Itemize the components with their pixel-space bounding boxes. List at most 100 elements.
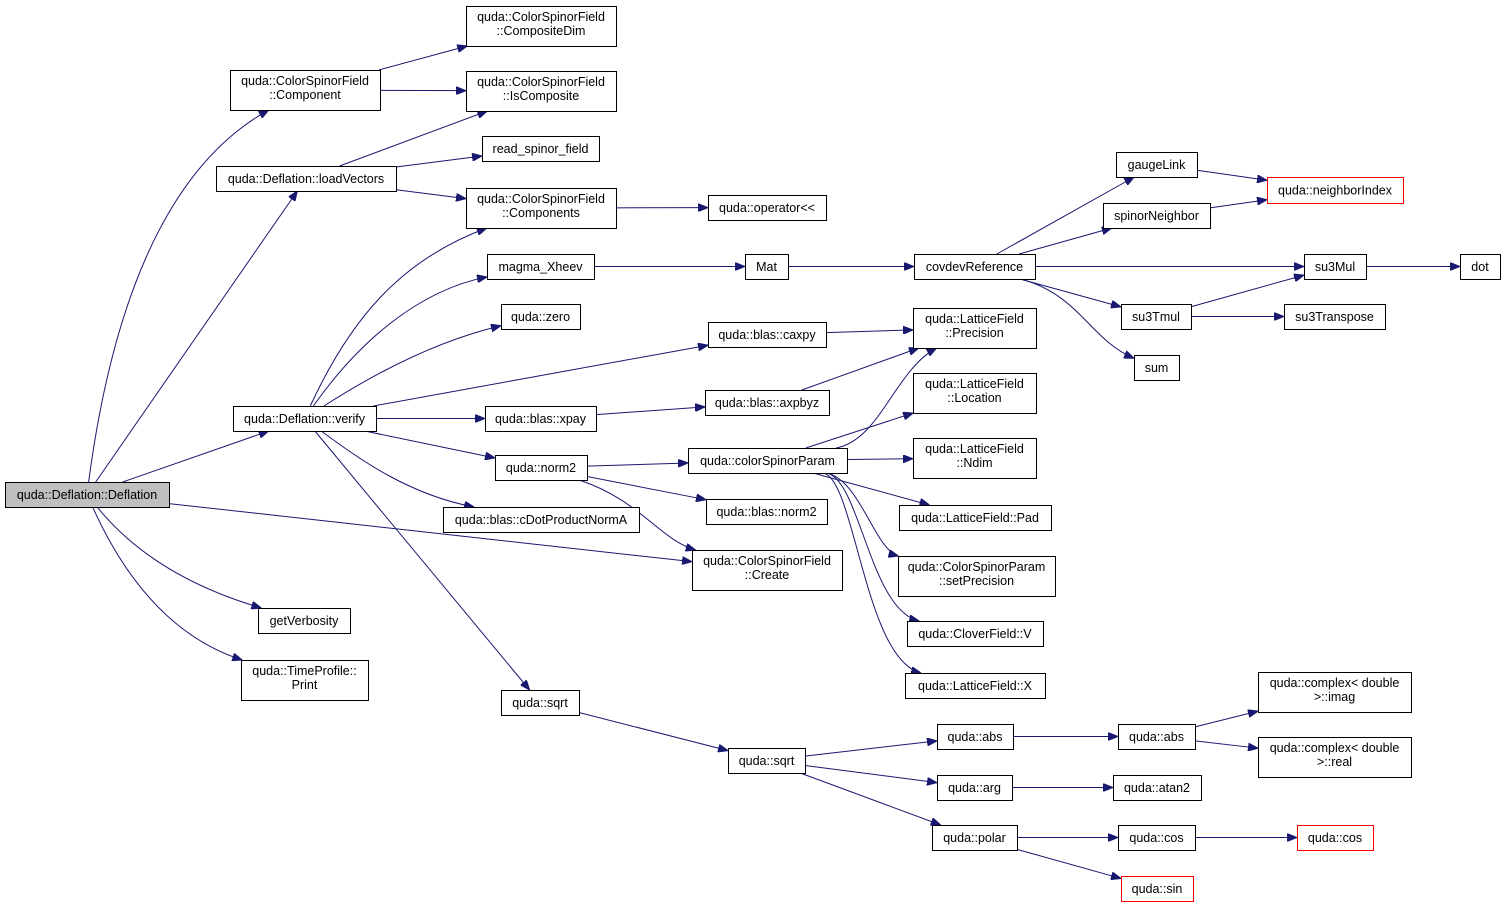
node-label: quda::LatticeField (925, 377, 1024, 391)
node-lf-ndim[interactable]: quda::LatticeField::Ndim (913, 438, 1037, 479)
node-label: quda::zero (511, 310, 570, 324)
node-verify[interactable]: quda::Deflation::verify (233, 406, 377, 432)
node-label: quda::LatticeField (925, 312, 1024, 326)
edge-verify-to-quda-zero (323, 326, 501, 407)
edge-deflation-ctor-to-csf-create (168, 503, 692, 562)
node-box (688, 448, 848, 474)
node-quda-atan2[interactable]: quda::atan2 (1113, 775, 1202, 801)
node-gauge-link[interactable]: gaugeLink (1116, 152, 1198, 178)
node-box (466, 71, 617, 112)
node-box (482, 136, 600, 162)
node-quda-zero[interactable]: quda::zero (501, 304, 581, 330)
edges-layer (88, 46, 1460, 878)
node-cdot-norma[interactable]: quda::blas::cDotProductNormA (443, 507, 640, 533)
node-box (1121, 304, 1192, 330)
node-label: Mat (756, 260, 777, 274)
node-su3tmul[interactable]: su3Tmul (1121, 304, 1192, 330)
node-abs1[interactable]: quda::abs (937, 724, 1014, 750)
node-label: quda::ColorSpinorField (477, 75, 605, 89)
node-sqrt1[interactable]: quda::sqrt (501, 690, 580, 716)
edge-blas-axpbyz-to-lf-precision (801, 348, 919, 391)
node-magma-xheev[interactable]: magma_Xheev (487, 254, 595, 280)
node-read-spinor-field[interactable]: read_spinor_field (482, 136, 600, 162)
node-quda-norm2[interactable]: quda::norm2 (495, 455, 588, 481)
node-sum[interactable]: sum (1134, 355, 1180, 381)
edge-quda-norm2-to-csf-create (578, 479, 696, 550)
node-label: su3Transpose (1295, 310, 1374, 324)
node-box (1297, 825, 1374, 851)
node-label: quda::cos (1129, 831, 1183, 845)
node-quda-sin[interactable]: quda::sin (1121, 876, 1194, 902)
edge-su3tmul-to-su3mul (1190, 275, 1304, 308)
node-box (708, 195, 827, 221)
node-su3transpose[interactable]: su3Transpose (1284, 304, 1386, 330)
node-abs2[interactable]: quda::abs (1118, 724, 1196, 750)
node-label: quda::ColorSpinorField (477, 192, 605, 206)
node-lf-x[interactable]: quda::LatticeField::X (905, 673, 1046, 699)
node-cos2[interactable]: quda::cos (1297, 825, 1374, 851)
node-csf-component[interactable]: quda::ColorSpinorField::Component (230, 70, 381, 111)
node-label: ::CompositeDim (497, 24, 586, 38)
node-box (932, 825, 1018, 851)
node-box (937, 775, 1013, 801)
nodes-layer: quda::Deflation::Deflationquda::ColorSpi… (5, 6, 1501, 902)
edge-blas-caxpy-to-lf-precision (825, 330, 913, 333)
node-label: spinorNeighbor (1114, 209, 1199, 223)
node-csp-setprecision[interactable]: quda::ColorSpinorParam::setPrecision (898, 556, 1056, 597)
node-box (258, 608, 351, 634)
node-label: quda::ColorSpinorParam (908, 560, 1046, 574)
node-blas-caxpy[interactable]: quda::blas::caxpy (708, 322, 827, 348)
node-label: covdevReference (926, 260, 1023, 274)
node-cos1[interactable]: quda::cos (1118, 825, 1196, 851)
node-blas-xpay[interactable]: quda::blas::xpay (485, 406, 597, 432)
node-label: quda::Deflation::verify (244, 412, 366, 426)
node-csf-compositedim[interactable]: quda::ColorSpinorField::CompositeDim (466, 6, 617, 47)
node-lf-precision[interactable]: quda::LatticeField::Precision (913, 308, 1037, 349)
node-dot[interactable]: dot (1460, 254, 1501, 280)
node-label: dot (1471, 260, 1489, 274)
node-csf-iscomposite[interactable]: quda::ColorSpinorField::IsComposite (466, 71, 617, 112)
node-blas-axpbyz[interactable]: quda::blas::axpbyz (705, 390, 830, 416)
edge-color-spinor-param-to-lf-x (823, 472, 921, 673)
edge-quda-polar-to-quda-sin (1016, 848, 1121, 878)
node-operator-lshift[interactable]: quda::operator<< (708, 195, 827, 221)
node-box (899, 505, 1052, 531)
node-lf-pad[interactable]: quda::LatticeField::Pad (899, 505, 1052, 531)
edge-load-vectors-to-read-spinor-field (395, 156, 482, 168)
edge-verify-to-magma-xheev (312, 277, 487, 407)
node-complex-real[interactable]: quda::complex< double>::real (1258, 737, 1412, 778)
node-color-spinor-param[interactable]: quda::colorSpinorParam (688, 448, 848, 474)
node-label: quda::Deflation::loadVectors (228, 172, 384, 186)
node-label: quda::arg (948, 781, 1001, 795)
node-su3mul[interactable]: su3Mul (1304, 254, 1367, 280)
node-get-verbosity[interactable]: getVerbosity (258, 608, 351, 634)
node-quda-arg[interactable]: quda::arg (937, 775, 1013, 801)
node-label: quda::blas::xpay (495, 412, 587, 426)
node-csf-components[interactable]: quda::ColorSpinorField::Components (466, 188, 617, 229)
node-label: quda::LatticeField (925, 442, 1024, 456)
node-box (487, 254, 595, 280)
node-cloverfield-v[interactable]: quda::CloverField::V (907, 621, 1044, 647)
edge-gauge-link-to-neighbor-index (1196, 169, 1267, 180)
node-label: quda::blas::cDotProductNormA (455, 513, 628, 527)
node-sqrt2[interactable]: quda::sqrt (728, 748, 806, 774)
node-lf-location[interactable]: quda::LatticeField::Location (913, 373, 1037, 414)
node-timeprofile-print[interactable]: quda::TimeProfile::Print (241, 660, 369, 701)
node-deflation-ctor[interactable]: quda::Deflation::Deflation (5, 482, 170, 508)
node-covdev-reference[interactable]: covdevReference (914, 254, 1036, 280)
node-quda-polar[interactable]: quda::polar (932, 825, 1018, 851)
node-csf-create[interactable]: quda::ColorSpinorField::Create (692, 550, 843, 591)
node-label: ::IsComposite (503, 89, 579, 103)
node-box (1134, 355, 1180, 381)
node-label: read_spinor_field (493, 142, 589, 156)
node-load-vectors[interactable]: quda::Deflation::loadVectors (216, 166, 397, 192)
node-box (905, 673, 1046, 699)
node-box (1118, 825, 1196, 851)
node-box (705, 390, 830, 416)
node-blas-norm2[interactable]: quda::blas::norm2 (706, 499, 828, 525)
node-complex-imag[interactable]: quda::complex< double>::imag (1258, 672, 1412, 713)
node-mat[interactable]: Mat (745, 254, 789, 280)
node-neighbor-index[interactable]: quda::neighborIndex (1267, 177, 1404, 204)
node-label: quda::ColorSpinorField (703, 554, 831, 568)
node-spinor-neighbor[interactable]: spinorNeighbor (1103, 203, 1211, 229)
